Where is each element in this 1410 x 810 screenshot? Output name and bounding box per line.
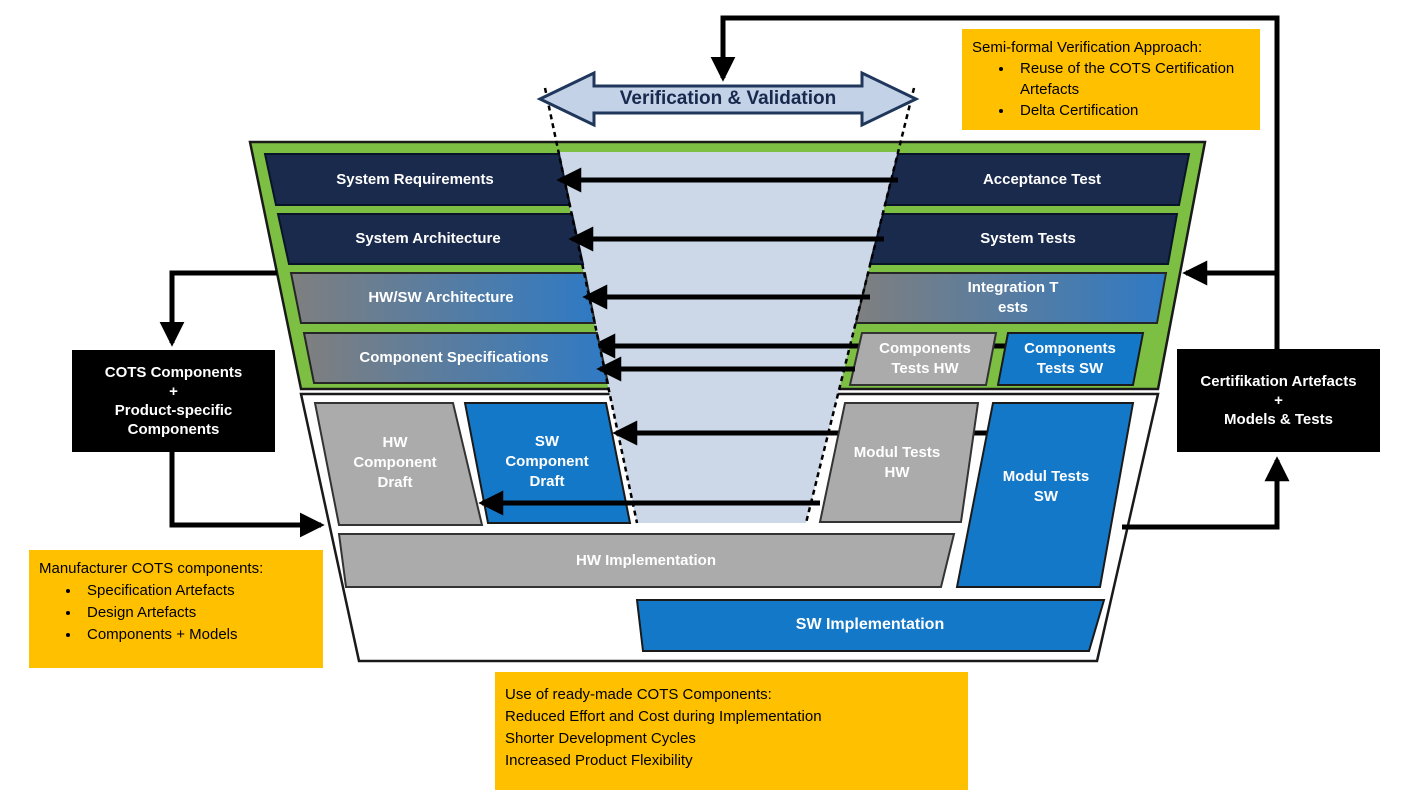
hwsw-architecture-row	[289, 272, 597, 324]
components-tests-sw-box	[996, 332, 1145, 386]
ready-made-line2: Reduced Effort and Cost during Implement…	[505, 708, 822, 725]
semi-formal-bullet-1: Reuse of the COTS Certification Artefact…	[1014, 58, 1250, 100]
semi-formal-title: Semi-formal Verification Approach:	[972, 39, 1203, 56]
funnel-left-dashed-edge	[543, 87, 639, 524]
integration-tests-row	[854, 272, 1168, 324]
cert-line2: +	[1274, 392, 1283, 409]
cots-to-implementation-line	[169, 452, 325, 538]
cots-line2: +	[169, 383, 178, 400]
cots-components-box: COTS Components + Product-specific Compo…	[72, 350, 275, 452]
ready-made-callout: Use of ready-made COTS Components: Reduc…	[495, 672, 968, 790]
vv-funnel	[558, 152, 898, 523]
semi-formal-bullets: Reuse of the COTS Certification Artefact…	[972, 58, 1250, 121]
modul-tests-hw-box	[818, 402, 980, 523]
semi-formal-bullet-2: Delta Certification	[1014, 100, 1250, 121]
components-tests-hw-box	[848, 332, 998, 386]
certification-artefacts-box: Certifikation Artefacts + Models & Tests	[1177, 349, 1380, 452]
semi-formal-callout: Semi-formal Verification Approach: Reuse…	[962, 29, 1260, 130]
component-specifications-row	[302, 332, 610, 384]
funnel-right-dashed-edge	[804, 87, 916, 524]
hw-component-draft-box	[313, 402, 484, 526]
system-architecture-row	[276, 213, 585, 265]
hw-implementation-bar	[337, 533, 956, 588]
manufacturer-callout: Manufacturer COTS components: Specificat…	[29, 550, 323, 668]
system-requirements-row	[263, 153, 572, 206]
cots-line3: Product-specific	[114, 402, 233, 419]
sw-component-draft-box	[463, 402, 632, 524]
modul-sw-to-certification-line	[1122, 456, 1290, 530]
manufacturer-bullet-2: Design Artefacts	[81, 602, 313, 624]
certification-feedback-top-line	[710, 15, 1280, 349]
ready-made-line3: Shorter Development Cycles	[505, 730, 696, 747]
sw-implementation-bar	[635, 599, 1106, 652]
verification-validation-arrow	[536, 70, 920, 128]
cots-line1: COTS Components	[104, 364, 243, 381]
manufacturer-bullet-1: Specification Artefacts	[81, 580, 313, 602]
system-tests-row	[868, 213, 1179, 265]
cots-line4: Components	[127, 421, 220, 438]
ready-made-line1: Use of ready-made COTS Components:	[505, 686, 772, 703]
manufacturer-bullets: Specification Artefacts Design Artefacts…	[39, 580, 313, 646]
manufacturer-title: Manufacturer COTS components:	[39, 560, 264, 577]
acceptance-test-row	[883, 153, 1191, 206]
modul-tests-sw-box	[955, 402, 1135, 588]
cert-line3: Models & Tests	[1224, 411, 1333, 428]
hwsw-to-cots-line	[159, 270, 277, 347]
ready-made-line4: Increased Product Flexibility	[505, 752, 693, 769]
manufacturer-bullet-3: Components + Models	[81, 624, 313, 646]
cert-line1: Certifikation Artefacts	[1200, 373, 1357, 390]
